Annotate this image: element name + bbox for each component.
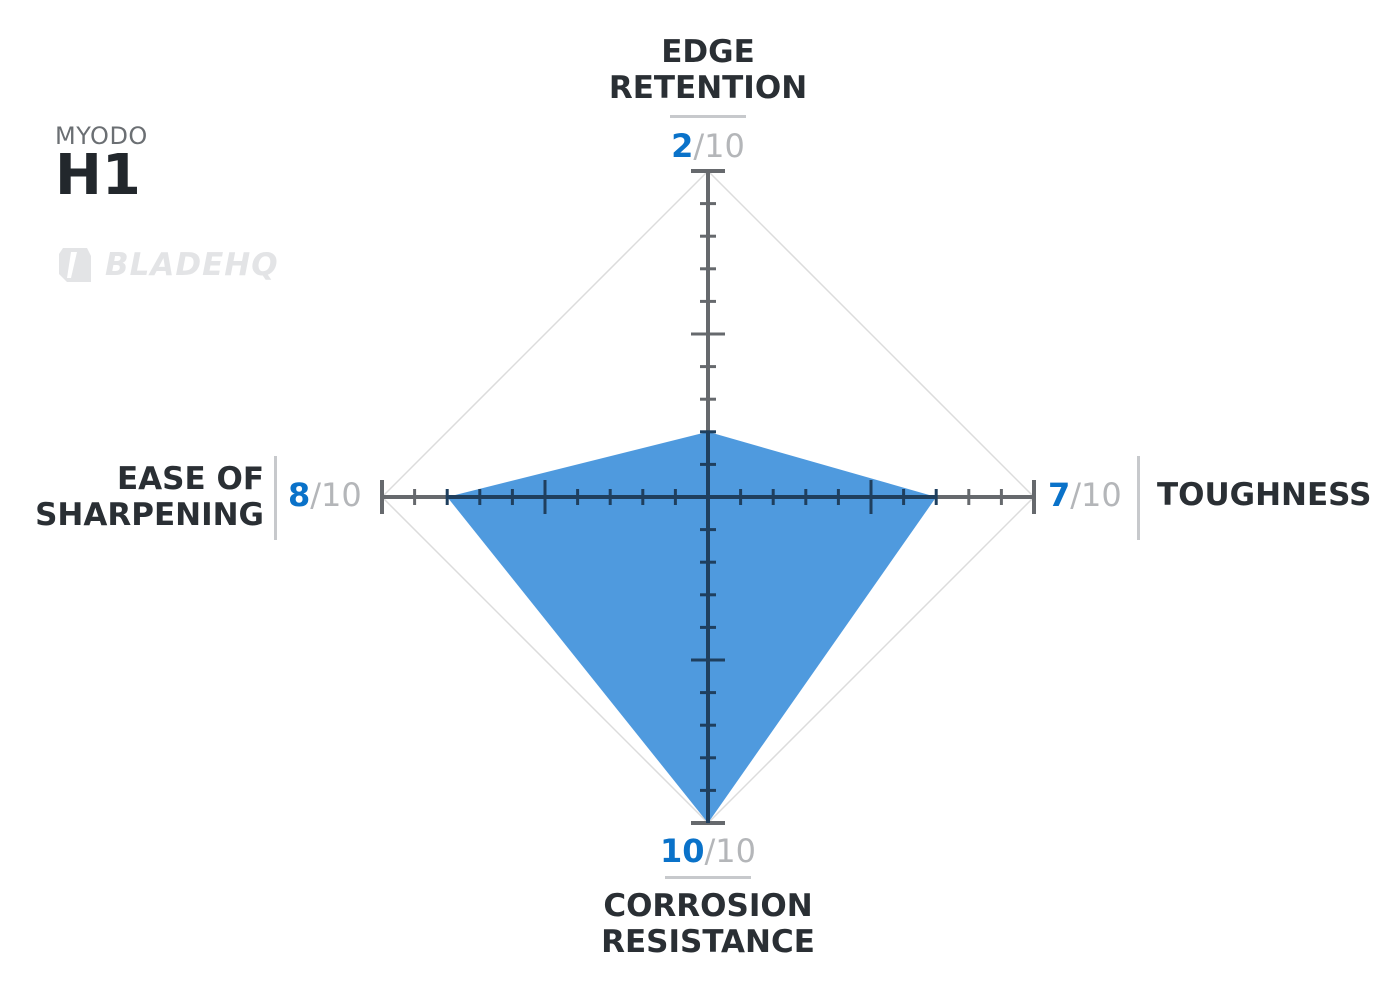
score-value: 8 — [288, 476, 311, 514]
axis-label-ease-of-sharpening: EASE OF SHARPENING — [20, 461, 264, 533]
data-area — [447, 431, 937, 823]
divider — [670, 115, 746, 118]
divider — [274, 456, 277, 540]
bladehq-logo-icon — [59, 248, 91, 282]
axis-label-line: SHARPENING — [35, 497, 264, 533]
score-ease-of-sharpening: 8/10 — [288, 477, 362, 513]
axis-label-line: RETENTION — [608, 70, 808, 106]
score-value: 10 — [659, 832, 705, 870]
watermark: BLADEHQ — [57, 244, 279, 286]
axis-label-line: CORROSION — [603, 888, 813, 924]
axis-label-line: EDGE — [661, 34, 755, 70]
axis-label-line: TOUGHNESS — [1157, 477, 1372, 513]
steel-name: H1 — [55, 143, 141, 208]
axis-label-corrosion-resistance: CORROSION RESISTANCE — [578, 888, 838, 960]
score-edge-retention: 2/10 — [598, 128, 818, 164]
axis-label-toughness: TOUGHNESS — [1157, 477, 1371, 513]
axis-label-line: EASE OF — [117, 461, 264, 497]
axis-label-edge-retention: EDGE RETENTION — [598, 34, 818, 106]
axis-label-line: RESISTANCE — [601, 924, 815, 960]
score-max: /10 — [704, 832, 757, 870]
score-value: 2 — [671, 127, 694, 165]
score-toughness: 7/10 — [1048, 477, 1122, 513]
score-corrosion-resistance: 10/10 — [598, 833, 818, 869]
header: MYODO H1 — [55, 122, 148, 204]
score-max: /10 — [310, 476, 362, 514]
divider — [1137, 456, 1140, 540]
divider — [665, 876, 751, 879]
watermark-text: BLADEHQ — [105, 247, 279, 283]
brand-name: MYODO — [55, 122, 148, 150]
score-max: /10 — [1070, 476, 1122, 514]
score-value: 7 — [1048, 476, 1071, 514]
score-max: /10 — [693, 127, 745, 165]
